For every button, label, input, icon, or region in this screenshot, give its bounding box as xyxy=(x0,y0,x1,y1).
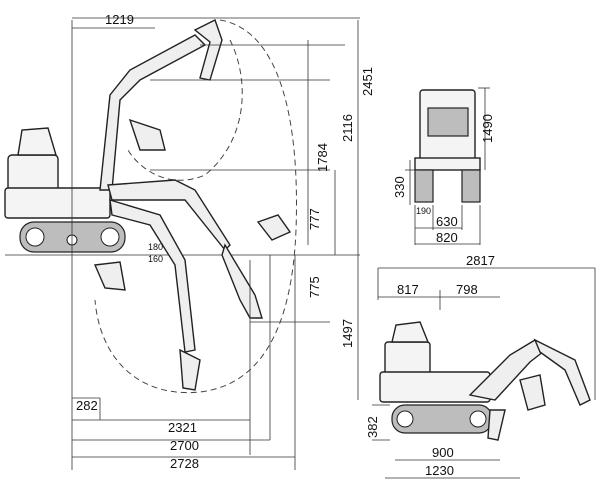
front-track-right xyxy=(461,169,481,203)
dim-798: 798 xyxy=(456,282,478,297)
bucket-lowered xyxy=(179,348,201,391)
front-grille xyxy=(427,107,469,137)
dim-330: 330 xyxy=(392,176,407,198)
bucket-mid xyxy=(128,118,166,151)
transport-arm xyxy=(533,338,591,406)
dim-630: 630 xyxy=(436,214,458,229)
transport-body xyxy=(379,371,491,403)
dim-820: 820 xyxy=(436,230,458,245)
dim-2728: 2728 xyxy=(170,456,199,471)
dim-1490: 1490 xyxy=(480,114,495,143)
transport-blade xyxy=(487,409,506,441)
boom-raised xyxy=(99,34,207,191)
dim-2700: 2700 xyxy=(170,438,199,453)
dim-2817: 2817 xyxy=(466,253,495,268)
dim-2116: 2116 xyxy=(340,114,355,142)
transport-view: 2817 817 798 382 900 1230 xyxy=(365,253,596,479)
front-body xyxy=(414,157,481,171)
arm-level xyxy=(221,243,263,319)
dim-190: 190 xyxy=(416,206,431,216)
dim-282: 282 xyxy=(76,398,98,413)
dim-2321: 2321 xyxy=(168,420,197,435)
side-view: 1219 2451 2116 1784 777 775 1497 180 160… xyxy=(4,12,375,471)
dim-777: 777 xyxy=(307,208,322,230)
transport-bucket xyxy=(519,374,546,411)
inner-envelope xyxy=(127,39,243,181)
front-view: 1490 330 190 630 820 xyxy=(392,87,495,245)
dim-1497: 1497 xyxy=(340,319,355,348)
dim-775: 775 xyxy=(307,276,322,298)
side-cab xyxy=(4,127,111,219)
dim-382: 382 xyxy=(365,416,380,438)
arm-raised xyxy=(193,19,223,81)
dim-180: 180 xyxy=(148,242,163,252)
reach-envelope xyxy=(94,19,297,394)
dim-817: 817 xyxy=(397,282,419,297)
front-track-left xyxy=(414,169,434,203)
side-track xyxy=(19,221,126,253)
transport-seat xyxy=(391,321,430,343)
dim-2451: 2451 xyxy=(360,67,375,96)
dim-900: 900 xyxy=(432,445,454,460)
dim-1219: 1219 xyxy=(105,12,134,27)
dim-1230: 1230 xyxy=(425,463,454,478)
blade-side xyxy=(93,261,126,291)
bucket-level xyxy=(256,214,292,241)
dim-1784: 1784 xyxy=(315,143,330,172)
dim-160: 160 xyxy=(148,254,163,264)
boom-level xyxy=(107,179,231,252)
